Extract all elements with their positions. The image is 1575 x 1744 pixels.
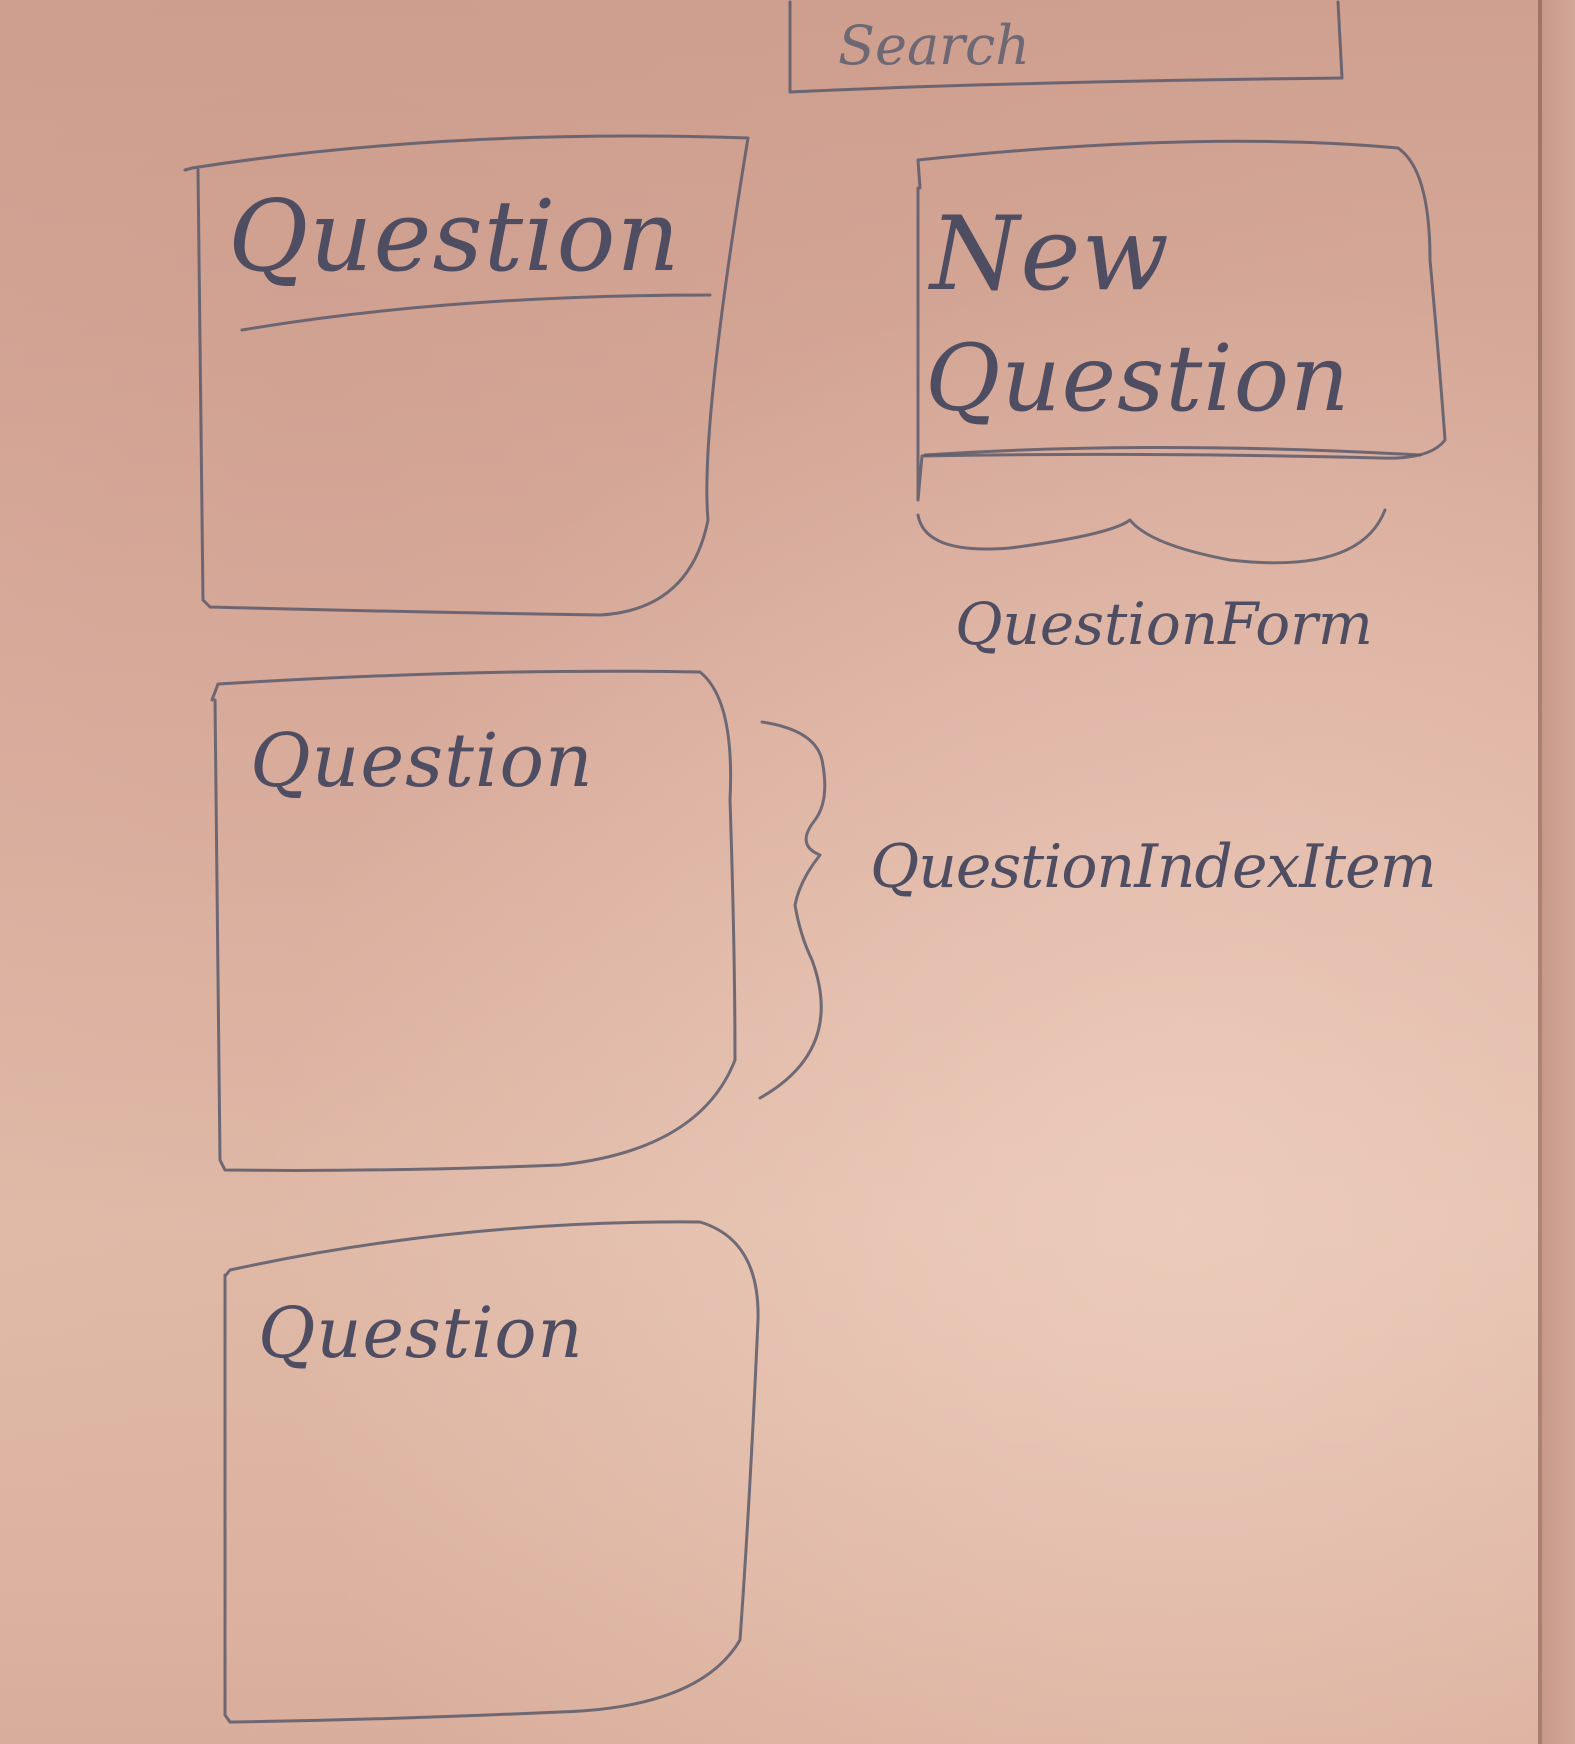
new-question-title-line1: New (930, 195, 1170, 314)
new-question-card-outline (916, 139, 1447, 502)
question-form-label: QuestionForm (955, 590, 1373, 658)
search-input[interactable] (788, 6, 1338, 84)
question-card-2-title: Question (250, 718, 594, 804)
question-card-3-title: Question (258, 1292, 584, 1374)
question-index-item-brace (758, 720, 827, 1100)
question-card-3-outline (223, 1220, 760, 1724)
question-index-item-label: QuestionIndexItem (870, 832, 1437, 902)
page-edge (1538, 0, 1542, 1744)
question-form-brace (916, 508, 1387, 565)
question-card-1-outline (183, 134, 750, 617)
question-card-1-title: Question (228, 180, 681, 294)
new-question-title-line2: Question (925, 325, 1351, 432)
page-margin (1542, 0, 1575, 1744)
question-card-1-divider (240, 293, 712, 332)
new-question-card-divider (923, 446, 1422, 457)
question-card-2-outline (210, 669, 737, 1172)
